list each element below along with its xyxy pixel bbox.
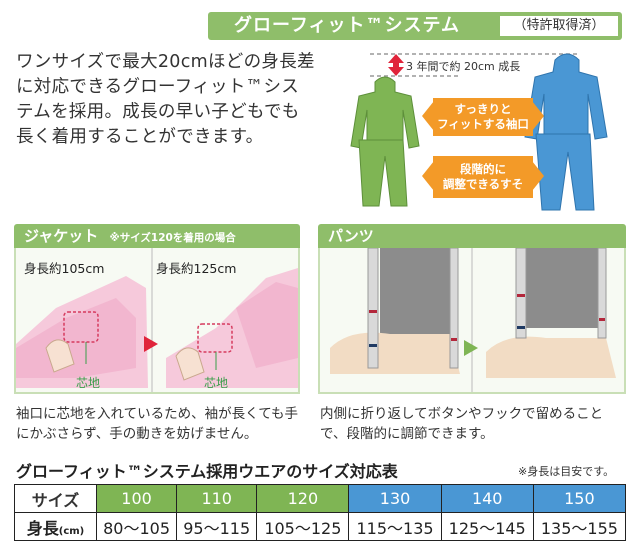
- suits-illustration: [350, 53, 608, 211]
- pants-caption: 内側に折り返してボタンやフックで留めることで、段階的に調節できます。: [320, 406, 604, 442]
- size-row-label: サイズ: [14, 484, 97, 513]
- pants-panel-body: [318, 248, 626, 394]
- arrow-label-cuff: すっきりと フィットする袖口: [437, 102, 529, 131]
- growth-arrow-icon: [388, 54, 404, 76]
- next-arrow-green-icon: [464, 340, 478, 356]
- size-cell: 130: [348, 484, 442, 513]
- size-cell: 140: [440, 484, 534, 513]
- height-cell: 115～135: [348, 512, 442, 541]
- size-table: サイズ 100 110 120 130 140 150 身長(cm) 80～10…: [14, 484, 627, 541]
- height-cell: 125～145: [440, 512, 534, 541]
- table-row: サイズ 100 110 120 130 140 150: [14, 484, 627, 513]
- patent-note: （特許取得済）: [500, 16, 618, 36]
- height-label-right: 身長約125cm: [156, 261, 237, 276]
- core-label-left: 芯地: [76, 376, 101, 390]
- size-cell: 110: [176, 484, 258, 513]
- size-cell: 150: [532, 484, 627, 513]
- jacket-panel-body: 身長約105cm 身長約125cm 芯地 芯地: [14, 248, 300, 394]
- size-cell: 100: [95, 484, 178, 513]
- pants-hem-illustration: [330, 248, 616, 392]
- hem-strip-left-icon: [367, 248, 379, 369]
- section-title: グローフィット™システム: [233, 15, 461, 36]
- pants-panel: パンツ: [318, 224, 626, 394]
- table-row: 身長(cm) 80～105 95～115 105～125 115～135 125…: [14, 512, 627, 541]
- height-cell: 80～105: [95, 512, 178, 541]
- height-row-label: 身長(cm): [14, 512, 97, 541]
- height-row-label-main: 身長: [26, 518, 59, 538]
- core-marker-right-icon: [197, 323, 233, 353]
- intro-text: ワンサイズで最大20cmほどの身長差に対応できるグローフィット™システムを採用。…: [16, 52, 315, 147]
- orange-arrow-bottom-icon: [422, 156, 544, 198]
- height-label-left: 身長約105cm: [24, 261, 105, 276]
- arrow-label-hem: 段階的に 調整できるすそ: [442, 162, 524, 191]
- size-table-note: ※身長は目安です。: [518, 465, 615, 478]
- hem-strip-right-icon: [515, 248, 527, 339]
- growth-note: 3 年間で約 20cm 成長: [406, 60, 521, 73]
- pants-panel-header: パンツ: [318, 224, 626, 248]
- jacket-panel-header: ジャケット ※サイズ120を着用の場合: [14, 224, 300, 248]
- orange-arrow-top-icon: [422, 98, 544, 136]
- height-cell: 105～125: [256, 512, 350, 541]
- green-suit-icon: [350, 76, 420, 207]
- pants-panel-title: パンツ: [328, 227, 374, 245]
- jacket-panel: ジャケット ※サイズ120を着用の場合 身長約105cm 身長約125cm 芯地…: [14, 224, 300, 394]
- core-marker-left-icon: [63, 311, 99, 343]
- blue-suit-icon: [524, 53, 608, 211]
- growth-figure: 3 年間で約 20cm 成長 すっきりと フィットする袖口 段階的に 調整できる…: [330, 46, 630, 216]
- size-cell: 120: [256, 484, 350, 513]
- height-cell: 135～155: [532, 512, 627, 541]
- next-arrow-icon: [144, 336, 158, 352]
- jacket-sleeve-illustration: [16, 248, 298, 392]
- jacket-panel-title: ジャケット: [24, 227, 99, 245]
- height-cell: 95～115: [176, 512, 258, 541]
- core-label-right: 芯地: [204, 376, 229, 390]
- height-row-label-unit: (cm): [58, 525, 85, 537]
- jacket-panel-subtitle: ※サイズ120を着用の場合: [109, 232, 236, 244]
- size-table-title: グローフィット™システム採用ウエアのサイズ対応表: [16, 462, 398, 481]
- jacket-caption: 袖口に芯地を入れているため、袖が長くても手にかぶさらず、手の動きを妨げません。: [16, 406, 299, 442]
